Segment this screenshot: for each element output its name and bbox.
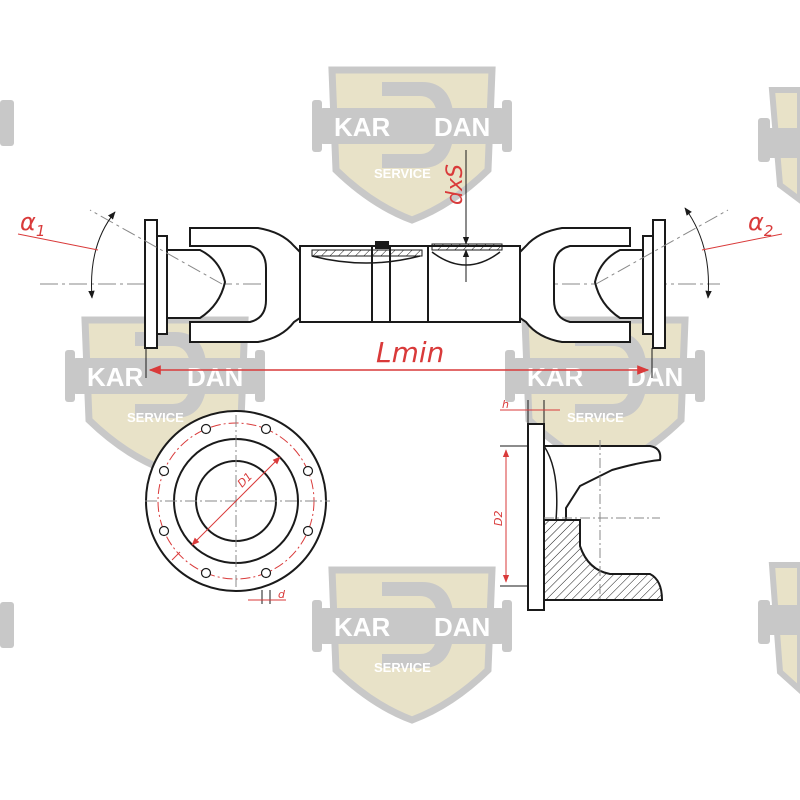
length-dimension: Lmin (145, 336, 653, 378)
right-flange-yoke (593, 249, 654, 319)
bolt-holes (158, 423, 314, 579)
watermark-kar-text: KAR (87, 362, 144, 392)
d-label: d (278, 588, 286, 601)
bolt-hole (260, 567, 272, 579)
watermark-top: KAR DAN SERVICE (312, 70, 512, 220)
alpha1-arc (88, 211, 116, 299)
bolt-hole (260, 423, 272, 435)
flange-plate-section (527, 423, 545, 611)
watermark-edge-fragments (0, 87, 800, 695)
watermark-dan-text: DAN (187, 362, 243, 392)
flange-front-view (145, 410, 330, 604)
yoke-arm-outline (544, 445, 662, 520)
alpha2-leader (701, 233, 783, 251)
watermark-kar-text: KAR (334, 612, 391, 642)
alpha2-arc (684, 207, 712, 299)
right-flange (652, 219, 666, 349)
dxs-label: dxS (443, 164, 468, 205)
d2-label: D2 (492, 511, 505, 526)
alpha2-label: α2 (748, 208, 773, 240)
watermark-service-text: SERVICE (567, 410, 624, 425)
yoke-inner-curve (543, 445, 558, 521)
watermark-kar-text: KAR (334, 112, 391, 142)
articulation-angles (17, 207, 783, 299)
watermark-service-text: SERVICE (374, 166, 431, 181)
watermark-dan-text: DAN (627, 362, 683, 392)
alpha1-leader (17, 233, 99, 251)
watermark-dan-text: DAN (434, 112, 490, 142)
bolt-hole (158, 465, 170, 477)
left-shaft-yoke (189, 227, 301, 343)
d-leader (171, 551, 181, 561)
h-label: h (502, 398, 509, 411)
watermark-kar-text: KAR (527, 362, 584, 392)
bolt-hole (302, 465, 314, 477)
sleeve-curve (311, 255, 421, 264)
d1-dimension-line (191, 456, 281, 546)
slip-sleeve-section (311, 249, 423, 257)
grease-fitting (375, 241, 389, 249)
left-flange (144, 219, 158, 349)
right-flange-hub (642, 235, 654, 335)
tube-diameter-dimension: dxS (443, 150, 470, 282)
yoke-hub-section (543, 519, 664, 601)
watermark-service-text: SERVICE (127, 410, 184, 425)
bolt-hole (302, 525, 314, 537)
watermark-bottom: KAR DAN SERVICE (312, 570, 512, 720)
bolt-hole (200, 567, 212, 579)
watermark-dan-text: DAN (434, 612, 490, 642)
flange-side-section (500, 400, 664, 611)
bolt-hole (200, 423, 212, 435)
shaft-tube (299, 245, 521, 323)
bolt-hole (158, 525, 170, 537)
tube-wall-section (431, 243, 503, 251)
watermark-service-text: SERVICE (374, 660, 431, 675)
right-shaft-yoke (519, 227, 631, 343)
alpha1-label: α1 (20, 208, 45, 240)
cardan-shaft-assembly (40, 219, 720, 349)
left-flange-yoke (166, 249, 227, 319)
lmin-label: Lmin (376, 336, 444, 369)
